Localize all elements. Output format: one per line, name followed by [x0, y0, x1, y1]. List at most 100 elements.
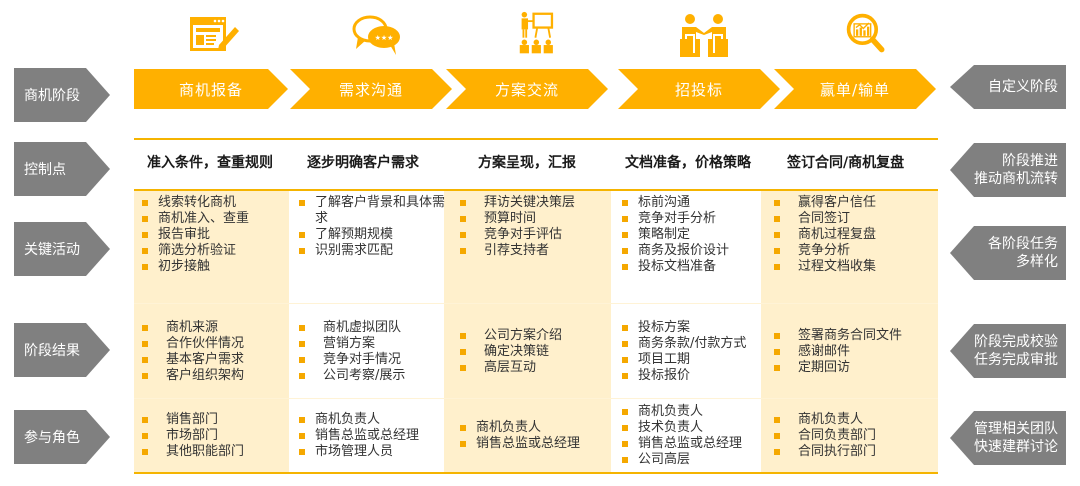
negotiation-icon: [678, 13, 732, 59]
roles-2: 商机负责人销售总监或总经理市场管理人员: [297, 412, 447, 460]
column-bg-3: [444, 191, 611, 473]
list-item: 市场管理人员: [297, 444, 447, 460]
label-stage: 商机阶段: [14, 68, 110, 122]
right-label-custom-stage-text: 自定义阶段: [988, 79, 1058, 95]
right-label-task-diversity-text: 各阶段任务多样化: [988, 236, 1058, 270]
list-item: 线索转化商机: [140, 195, 290, 211]
table-top-line: [134, 138, 938, 140]
list-item: 了解客户背景和具体需求: [297, 195, 447, 227]
column-bg-1: [134, 191, 289, 473]
list-item: 确定决策链: [458, 344, 608, 360]
list-item: 合同负责部门: [772, 428, 932, 444]
column-bg-2: [289, 191, 444, 473]
list-item: 过程文档收集: [772, 259, 932, 275]
right-label-completion-check: 阶段完成校验任务完成审批: [950, 324, 1066, 378]
stage-chevron-4: 招投标: [618, 69, 780, 109]
svg-text:★★★: ★★★: [375, 34, 394, 42]
list-item: 技术负责人: [620, 420, 770, 436]
list-item: 赢得客户信任: [772, 195, 932, 211]
list-item: 商务及报价设计: [620, 243, 770, 259]
right-label-stage-advance: 阶段推进推动商机流转: [950, 143, 1066, 197]
stage-results-3: 公司方案介绍确定决策链高层互动: [458, 328, 608, 376]
list-item: 合同执行部门: [772, 444, 932, 460]
list-item: 商务条款/付款方式: [620, 336, 770, 352]
table-bottom-line: [134, 472, 938, 474]
label-stage-results: 阶段结果: [14, 323, 110, 377]
label-key-activities-text: 关键活动: [24, 242, 80, 258]
list-item: 感谢邮件: [772, 344, 938, 360]
list-item: 识别需求匹配: [297, 243, 447, 259]
column-bg-4: [611, 191, 761, 473]
list-item: 合同签订: [772, 211, 932, 227]
key-activities-4: 标前沟通竞争对手分析策略制定商务及报价设计投标文档准备: [620, 195, 770, 275]
right-label-team-management: 管理相关团队快速建群讨论: [950, 411, 1066, 465]
list-item: 合作伙伴情况: [140, 336, 290, 352]
list-item: 商机负责人: [297, 412, 447, 428]
list-item: 报告审批: [140, 227, 290, 243]
stage-results-2: 商机虚拟团队营销方案竞争对手情况公司考察/展示: [297, 320, 447, 384]
list-item: 销售总监或总经理: [458, 436, 613, 452]
label-key-activities: 关键活动: [14, 222, 110, 276]
list-item: 投标报价: [620, 368, 770, 384]
list-item: 高层互动: [458, 360, 608, 376]
list-item: 公司考察/展示: [297, 368, 447, 384]
list-item: 商机过程复盘: [772, 227, 932, 243]
label-stage-text: 商机阶段: [24, 88, 80, 104]
list-item: 预算时间: [458, 211, 608, 227]
list-item: 公司方案介绍: [458, 328, 608, 344]
stage-label-2: 需求沟通: [338, 80, 403, 99]
list-item: 引荐支持者: [458, 243, 608, 259]
control-point-3: 方案呈现，汇报: [478, 155, 576, 171]
key-activities-1: 线索转化商机商机准入、查重报告审批筛选分析验证初步接触: [140, 195, 290, 275]
list-item: 商机来源: [140, 320, 290, 336]
list-item: 营销方案: [297, 336, 447, 352]
column-bg-5: [761, 191, 938, 473]
stage-results-1: 商机来源合作伙伴情况基本客户需求客户组织架构: [140, 320, 290, 384]
label-control-point-text: 控制点: [24, 162, 66, 178]
list-item: 标前沟通: [620, 195, 770, 211]
key-activities-2: 了解客户背景和具体需求了解预期规模识别需求匹配: [297, 195, 447, 259]
list-item: 商机负责人: [772, 412, 932, 428]
key-activities-5: 赢得客户信任合同签订商机过程复盘竞争分析过程文档收集: [772, 195, 932, 275]
stage-label-1: 商机报备: [178, 80, 243, 99]
control-point-1: 准入条件，查重规则: [147, 155, 273, 171]
stage-results-5: 签署商务合同文件感谢邮件定期回访: [772, 328, 938, 376]
list-item: 商机负责人: [620, 404, 770, 420]
label-roles: 参与角色: [14, 410, 110, 464]
header-bottom-line: [134, 189, 938, 191]
label-roles-text: 参与角色: [24, 430, 80, 446]
presentation-icon: [513, 11, 567, 57]
list-item: 商机负责人: [458, 420, 613, 436]
key-activities-3: 拜访关键决策层预算时间竞争对手评估引荐支持者: [458, 195, 608, 259]
right-label-task-diversity: 各阶段任务多样化: [950, 226, 1066, 280]
chat-bubbles-icon: ★★★: [350, 13, 404, 59]
list-item: 了解预期规模: [297, 227, 447, 243]
form-edit-icon: [187, 13, 241, 59]
list-item: 定期回访: [772, 360, 938, 376]
right-label-team-management-text: 管理相关团队快速建群讨论: [974, 421, 1058, 455]
list-item: 投标文档准备: [620, 259, 770, 275]
list-item: 商机虚拟团队: [297, 320, 447, 336]
stage-results-4: 投标方案商务条款/付款方式项目工期投标报价: [620, 320, 770, 384]
list-item: 基本客户需求: [140, 352, 290, 368]
list-item: 投标方案: [620, 320, 770, 336]
list-item: 销售总监或总经理: [620, 436, 770, 452]
list-item: 竞争对手分析: [620, 211, 770, 227]
row-separator-1: [134, 303, 938, 304]
roles-4: 商机负责人技术负责人销售总监或总经理公司高层: [620, 404, 770, 468]
list-item: 市场部门: [140, 428, 290, 444]
list-item: 项目工期: [620, 352, 770, 368]
right-label-completion-check-text: 阶段完成校验任务完成审批: [974, 334, 1058, 368]
stage-chevron-1: 商机报备: [134, 69, 288, 109]
list-item: 商机准入、查重: [140, 211, 290, 227]
list-item: 策略制定: [620, 227, 770, 243]
chart-magnifier-icon: [840, 11, 894, 57]
list-item: 销售部门: [140, 412, 290, 428]
roles-3: 商机负责人销售总监或总经理: [458, 420, 613, 452]
list-item: 客户组织架构: [140, 368, 290, 384]
control-point-4: 文档准备，价格策略: [625, 155, 751, 171]
list-item: 筛选分析验证: [140, 243, 290, 259]
stage-chevron-3: 方案交流: [446, 69, 608, 109]
label-control-point: 控制点: [14, 142, 110, 196]
stage-label-3: 方案交流: [494, 80, 559, 99]
